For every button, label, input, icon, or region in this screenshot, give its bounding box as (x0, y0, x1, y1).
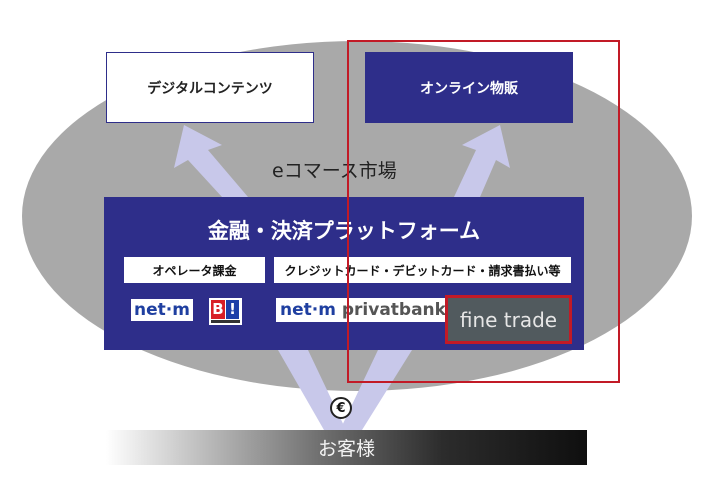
operator-billing-label: オペレータ課金 (152, 263, 237, 278)
customer-label: お客様 (317, 438, 375, 460)
finetrade-logo: fine trade (448, 298, 569, 341)
digital-content-box: デジタルコンテンツ (106, 52, 314, 123)
online-retail-highlight-frame (347, 40, 620, 383)
finetrade-logo-frame: fine trade (445, 295, 572, 344)
customer-flow-arrow (278, 350, 346, 430)
ecommerce-market-label: eコマース市場 (272, 160, 397, 182)
up-arrow-left (174, 125, 248, 197)
netm-privatbank-mark: net·m (280, 300, 336, 320)
operator-billing-box: オペレータ課金 (124, 257, 265, 283)
digital-content-label: デジタルコンテンツ (147, 80, 273, 97)
euro-icon: € (330, 397, 352, 419)
customer-flow-arrow (340, 350, 412, 430)
card-billing-label: クレジットカード・デビットカード・請求書払い等 (284, 263, 561, 278)
online-retail-label: オンライン物販 (420, 80, 518, 97)
customer-bar: お客様 (106, 430, 587, 465)
up-arrow-right (454, 125, 510, 197)
privatbank-text: privatbank (335, 300, 446, 320)
boku-logo: B! (209, 298, 242, 325)
online-retail-box: オンライン物販 (365, 52, 573, 123)
platform-title: 金融・決済プラットフォーム (207, 219, 481, 243)
payment-platform-box: 金融・決済プラットフォーム オペレータ課金 クレジットカード・デビットカード・請… (104, 197, 584, 350)
netm-privatbank-logo: net·m privatbank (276, 298, 450, 322)
card-billing-box: クレジットカード・デビットカード・請求書払い等 (274, 257, 571, 283)
netm-logo: net·m (131, 299, 193, 321)
